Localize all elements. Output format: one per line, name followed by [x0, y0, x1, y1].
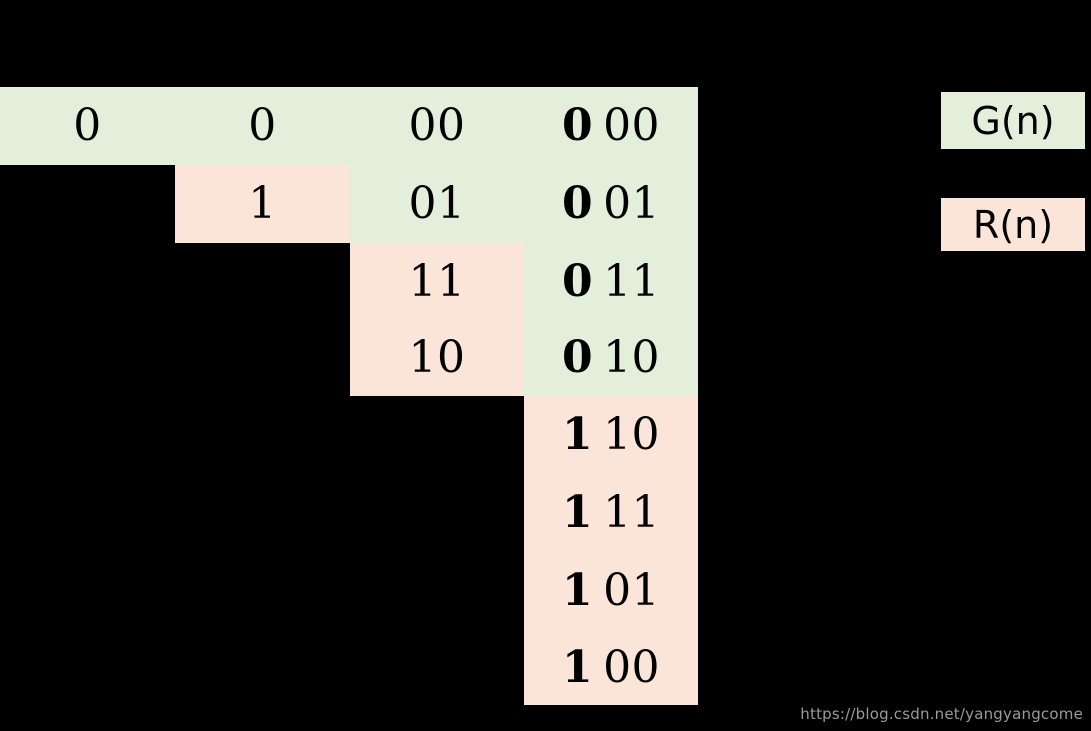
- gray-code-cell: 0: [175, 87, 350, 165]
- cell-suffix: 10: [603, 409, 661, 460]
- gray-code-cell: 1: [175, 165, 350, 243]
- legend-label: R(n): [972, 202, 1054, 247]
- gray-code-cell: 11: [350, 243, 524, 320]
- cell-value: 00: [408, 100, 466, 151]
- cell-suffix: 10: [603, 332, 661, 383]
- cell-value: 1: [248, 178, 277, 229]
- cell-prefix: 0: [561, 332, 594, 383]
- cell-prefix: 1: [561, 409, 594, 460]
- legend-item-rn: R(n): [941, 198, 1085, 251]
- cell-suffix: 11: [603, 255, 661, 307]
- cell-suffix: 00: [603, 641, 661, 693]
- gray-code-cell: 00: [350, 87, 524, 165]
- cell-value: 11: [408, 255, 466, 307]
- cell-value: 10: [408, 332, 466, 383]
- cell-prefix: 0: [561, 178, 594, 229]
- cell-prefix: 1: [561, 641, 594, 693]
- legend-label: G(n): [971, 98, 1055, 143]
- cell-value: 0: [73, 100, 102, 151]
- cell-prefix: 1: [561, 565, 594, 616]
- cell-suffix: 01: [603, 178, 661, 229]
- cell-prefix: 0: [561, 255, 594, 307]
- cell-suffix: 00: [603, 100, 661, 151]
- cell-suffix: 11: [603, 487, 661, 538]
- gray-code-cell: 01: [350, 165, 524, 243]
- watermark-url: https://blog.csdn.net/yangyangcome: [800, 705, 1083, 723]
- cell-value: 0: [248, 100, 277, 151]
- cell-prefix: 1: [561, 487, 594, 538]
- cell-suffix: 01: [603, 565, 661, 616]
- gray-code-cell: 10: [350, 320, 524, 396]
- cell-value: 01: [408, 178, 466, 229]
- gray-code-cell: 0: [0, 87, 175, 165]
- cell-prefix: 0: [561, 100, 594, 151]
- legend-item-gn: G(n): [941, 92, 1085, 149]
